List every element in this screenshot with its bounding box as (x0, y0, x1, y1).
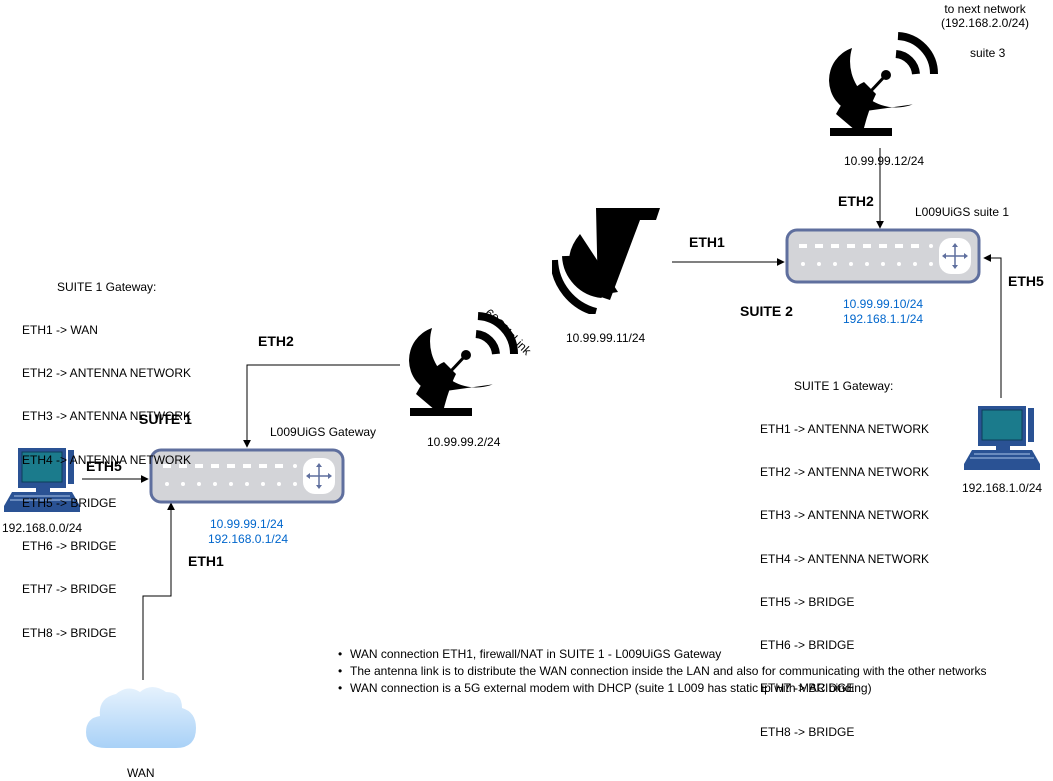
eth1-wan-label: ETH1 (188, 553, 224, 569)
gateway-port-line: ETH1 -> ANTENNA NETWORK (760, 422, 930, 437)
note-item: WAN connection ETH1, firewall/NAT in SUI… (338, 646, 987, 663)
suite3-label: suite 3 (970, 46, 1006, 60)
ip-dish-left: 10.99.99.2/24 (427, 435, 501, 449)
pc-right-subnet: 192.168.1.0/24 (962, 481, 1043, 495)
router2-ip1: 10.99.99.10/24 (843, 297, 924, 311)
gateway-port-line: ETH2 -> ANTENNA NETWORK (760, 465, 930, 480)
connector-eth2-left (243, 364, 400, 448)
gateway-port-line: ETH5 -> BRIDGE (760, 594, 855, 609)
eth2-left-label: ETH2 (258, 333, 294, 349)
router1-name: L009UiGS Gateway (270, 425, 377, 439)
gateway-port-line: ETH8 -> BRIDGE (760, 724, 855, 739)
eth5-left-label: ETH5 (86, 458, 122, 474)
gateway-port-line: ETH3 -> ANTENNA NETWORK (760, 508, 930, 523)
gateway-port-line: ETH7 -> BRIDGE (22, 582, 117, 597)
router2-name: L009UiGS suite 1 (915, 205, 1010, 219)
ip-dish-mid: 10.99.99.11/24 (566, 331, 646, 345)
satellite-dish-icon (552, 208, 660, 314)
computer-icon (4, 448, 80, 512)
router-icon (785, 228, 981, 284)
gateway-port-line: ETH6 -> BRIDGE (22, 539, 117, 554)
notes-list: WAN connection ETH1, firewall/NAT in SUI… (338, 646, 987, 697)
gateway-port-line: ETH8 -> BRIDGE (22, 625, 117, 640)
computer-icon (964, 406, 1040, 470)
connector-eth1-wan (142, 502, 175, 680)
gateway-config-left: SUITE 1 Gateway: ETH1 -> WAN ETH2 -> ANT… (22, 251, 191, 669)
router2-ip2: 192.168.1.1/24 (843, 312, 924, 326)
gateway-port-line: ETH4 -> ANTENNA NETWORK (22, 452, 192, 467)
suite1-label: SUITE 1 (139, 411, 192, 427)
gateway-config-title: SUITE 1 Gateway: (57, 279, 157, 294)
router1-ip1: 10.99.99.1/24 (210, 517, 284, 531)
gateway-port-line: ETH5 -> BRIDGE (22, 495, 117, 510)
gateway-port-line: ETH4 -> ANTENNA NETWORK (760, 551, 930, 566)
suite2-label: SUITE 2 (740, 303, 793, 319)
eth2-top-label: ETH2 (838, 193, 874, 209)
next-network-subnet: (192.168.2.0/24) (940, 16, 1030, 30)
ip-dish-top: 10.99.99.12/24 (844, 154, 925, 168)
eth1-mid-label: ETH1 (689, 234, 725, 250)
gateway-config-title: SUITE 1 Gateway: (794, 378, 894, 393)
router1-ip2: 192.168.0.1/24 (208, 532, 289, 546)
satellite-dish-icon (829, 32, 938, 136)
gateway-port-line: ETH3 -> ANTENNA NETWORK (22, 409, 192, 424)
gateway-port-line: ETH2 -> ANTENNA NETWORK (22, 366, 192, 381)
wan-label: WAN (127, 766, 155, 780)
router-icon (149, 448, 345, 504)
note-item: The antenna link is to distribute the WA… (338, 663, 987, 680)
note-item: WAN connection is a 5G external modem wi… (338, 680, 987, 697)
next-network-label: to next network (944, 2, 1026, 16)
eth5-right-label: ETH5 (1008, 273, 1044, 289)
connector-eth5-right (983, 254, 1002, 398)
gateway-port-line: ETH1 -> WAN (22, 323, 98, 338)
pc-left-subnet: 192.168.0.0/24 (2, 521, 83, 535)
cloud-icon (86, 687, 196, 748)
gateway-config-right: SUITE 1 Gateway: ETH1 -> ANTENNA NETWORK… (760, 350, 929, 768)
satellite-dish-icon (409, 312, 518, 416)
